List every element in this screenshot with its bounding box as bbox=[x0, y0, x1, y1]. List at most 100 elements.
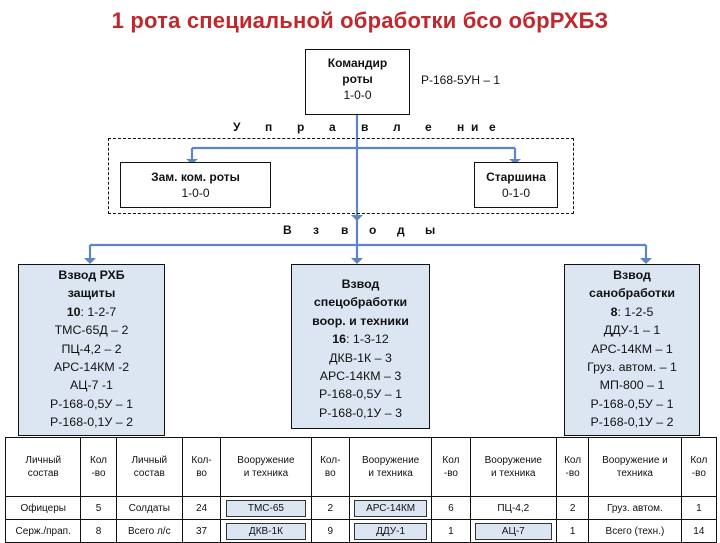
table-cell: 2 bbox=[310, 496, 350, 520]
platoon-count: 16 bbox=[332, 332, 347, 347]
platoon-item: МП-800 – 1 bbox=[599, 378, 665, 393]
table-cell: 37 bbox=[181, 519, 222, 543]
platoons-label: В з в о д ы bbox=[0, 223, 720, 239]
management-letter: е bbox=[425, 120, 432, 134]
platoon-sanitary-box: Взвод санобработки 8: 1-2-5 ДДУ-1 – 1 АР… bbox=[564, 264, 700, 436]
platoon-staff: : 1-2-7 bbox=[80, 304, 117, 319]
table-cell: 8 bbox=[80, 519, 117, 543]
platoon-item: ТМС-65Д – 2 bbox=[54, 323, 129, 338]
platoon-item: Р-168-0,5У – 1 bbox=[590, 396, 674, 411]
platoon-special-treatment-box: Взвод спецобработки воор. и техники 16: … bbox=[291, 264, 430, 429]
platoon-staff: : 1-3-12 bbox=[346, 332, 389, 347]
platoon-item: ДДУ-1 – 1 bbox=[603, 323, 661, 338]
platoon-item: Р-168-0,1У – 3 bbox=[319, 405, 402, 420]
equipment-chip: АЦ-7 bbox=[474, 522, 552, 540]
management-letter: е bbox=[489, 120, 496, 134]
platoons-letter: з bbox=[313, 223, 319, 237]
table-cell: 24 bbox=[181, 496, 222, 520]
platoon-item: АЦ-7 -1 bbox=[70, 378, 113, 393]
sergeant-box: Старшина 0-1-0 bbox=[474, 162, 558, 208]
table-cell: 5 bbox=[80, 496, 117, 520]
platoon-title: Взвод bbox=[613, 268, 651, 282]
platoon-item: Груз. автом. – 1 bbox=[587, 360, 677, 375]
table-cell: 6 bbox=[431, 496, 471, 520]
management-letter: в bbox=[361, 120, 369, 134]
commander-radio: Р-168-5УН – 1 bbox=[421, 73, 500, 87]
sergeant-title: Старшина bbox=[486, 170, 546, 184]
platoon-title: воор. и техники bbox=[312, 313, 409, 328]
table-cell: Солдаты bbox=[115, 496, 183, 520]
management-letter: н bbox=[457, 120, 465, 134]
table-row: Офицеры 5 Солдаты 24 ТМС-65 2 АРС-14КМ 6… bbox=[4, 496, 718, 520]
equipment-chip: ТМС-65 bbox=[225, 499, 307, 517]
platoon-staff: : 1-2-5 bbox=[617, 304, 654, 319]
platoons-letter: в bbox=[341, 223, 349, 237]
platoon-count: 8 bbox=[610, 304, 618, 319]
platoon-title: спецобработки bbox=[313, 295, 408, 310]
management-letter: и bbox=[471, 120, 479, 134]
table-cell: ДКВ-1К bbox=[220, 519, 312, 543]
management-letter: р bbox=[297, 120, 305, 134]
table-cell: АЦ-7 bbox=[469, 519, 558, 543]
table-cell: 9 bbox=[310, 519, 350, 543]
platoon-item: Р-168-0,1У – 2 bbox=[50, 415, 133, 430]
platoon-item: АРС-14КМ -2 bbox=[53, 360, 130, 375]
header-cell: Кол-во bbox=[431, 437, 471, 497]
table-cell: 2 bbox=[556, 496, 590, 520]
page-title: 1 рота специальной обработки бсо обрРХБЗ bbox=[111, 8, 609, 33]
platoon-title: санобработки bbox=[589, 286, 675, 301]
sergeant-staff: 0-1-0 bbox=[501, 186, 530, 200]
commander-staff: 1-0-0 bbox=[343, 88, 372, 102]
platoons-letter: о bbox=[369, 223, 377, 237]
equipment-chip: АРС-14КМ bbox=[353, 499, 428, 517]
commander-title-line1: Командир bbox=[327, 56, 388, 70]
management-letter: а bbox=[329, 120, 336, 134]
platoon-title: защиты bbox=[67, 286, 116, 301]
platoon-rkhb-box: Взвод РХБ защиты 10: 1-2-7 ТМС-65Д – 2 П… bbox=[18, 264, 165, 436]
equipment-chip: ДКВ-1К bbox=[225, 522, 307, 540]
table-cell: 1 bbox=[431, 519, 471, 543]
platoons-letter: В bbox=[283, 223, 292, 237]
platoon-count: 10 bbox=[66, 304, 81, 319]
platoon-item: АРС-14КМ – 1 bbox=[591, 341, 673, 356]
table-cell: ПЦ-4,2 bbox=[469, 496, 558, 520]
platoon-item: Р-168-0,1У – 2 bbox=[590, 415, 674, 430]
table-cell: 14 bbox=[680, 519, 718, 543]
commander-title-line2: роты bbox=[342, 72, 373, 86]
table-cell: Серж./прап. bbox=[4, 519, 82, 543]
table-cell: 1 bbox=[680, 496, 718, 520]
commander-box: Командир роты 1-0-0 bbox=[305, 49, 410, 115]
header-cell: Кол-во bbox=[310, 437, 350, 497]
platoons-letter: д bbox=[397, 223, 405, 237]
deputy-title: Зам. ком. роты bbox=[151, 170, 240, 184]
management-letter: п bbox=[265, 120, 273, 134]
table-cell: Офицеры bbox=[4, 496, 82, 520]
platoon-title: Взвод РХБ bbox=[58, 268, 125, 282]
table-cell: 1 bbox=[556, 519, 590, 543]
platoon-item: АРС-14КМ – 3 bbox=[319, 369, 402, 384]
deputy-box: Зам. ком. роты 1-0-0 bbox=[120, 162, 271, 208]
equipment-chip: ДДУ-1 bbox=[353, 522, 428, 540]
platoon-item: Р-168-0,5У – 1 bbox=[319, 387, 402, 402]
management-letter: л bbox=[393, 120, 401, 134]
platoon-item: ПЦ-4,2 – 2 bbox=[61, 341, 122, 356]
platoon-item: ДКВ-1К – 3 bbox=[329, 350, 392, 365]
table-cell: Груз. автом. bbox=[588, 496, 682, 520]
platoon-title: Взвод bbox=[341, 277, 380, 291]
table-cell: ДДУ-1 bbox=[348, 519, 433, 543]
platoons-letter: ы bbox=[425, 223, 436, 237]
table-cell: ТМС-65 bbox=[220, 496, 312, 520]
header-cell: Кол-во bbox=[680, 437, 718, 497]
header-cell: Кол-во bbox=[80, 437, 117, 497]
management-letter: У bbox=[233, 120, 241, 134]
management-frame bbox=[108, 138, 574, 214]
